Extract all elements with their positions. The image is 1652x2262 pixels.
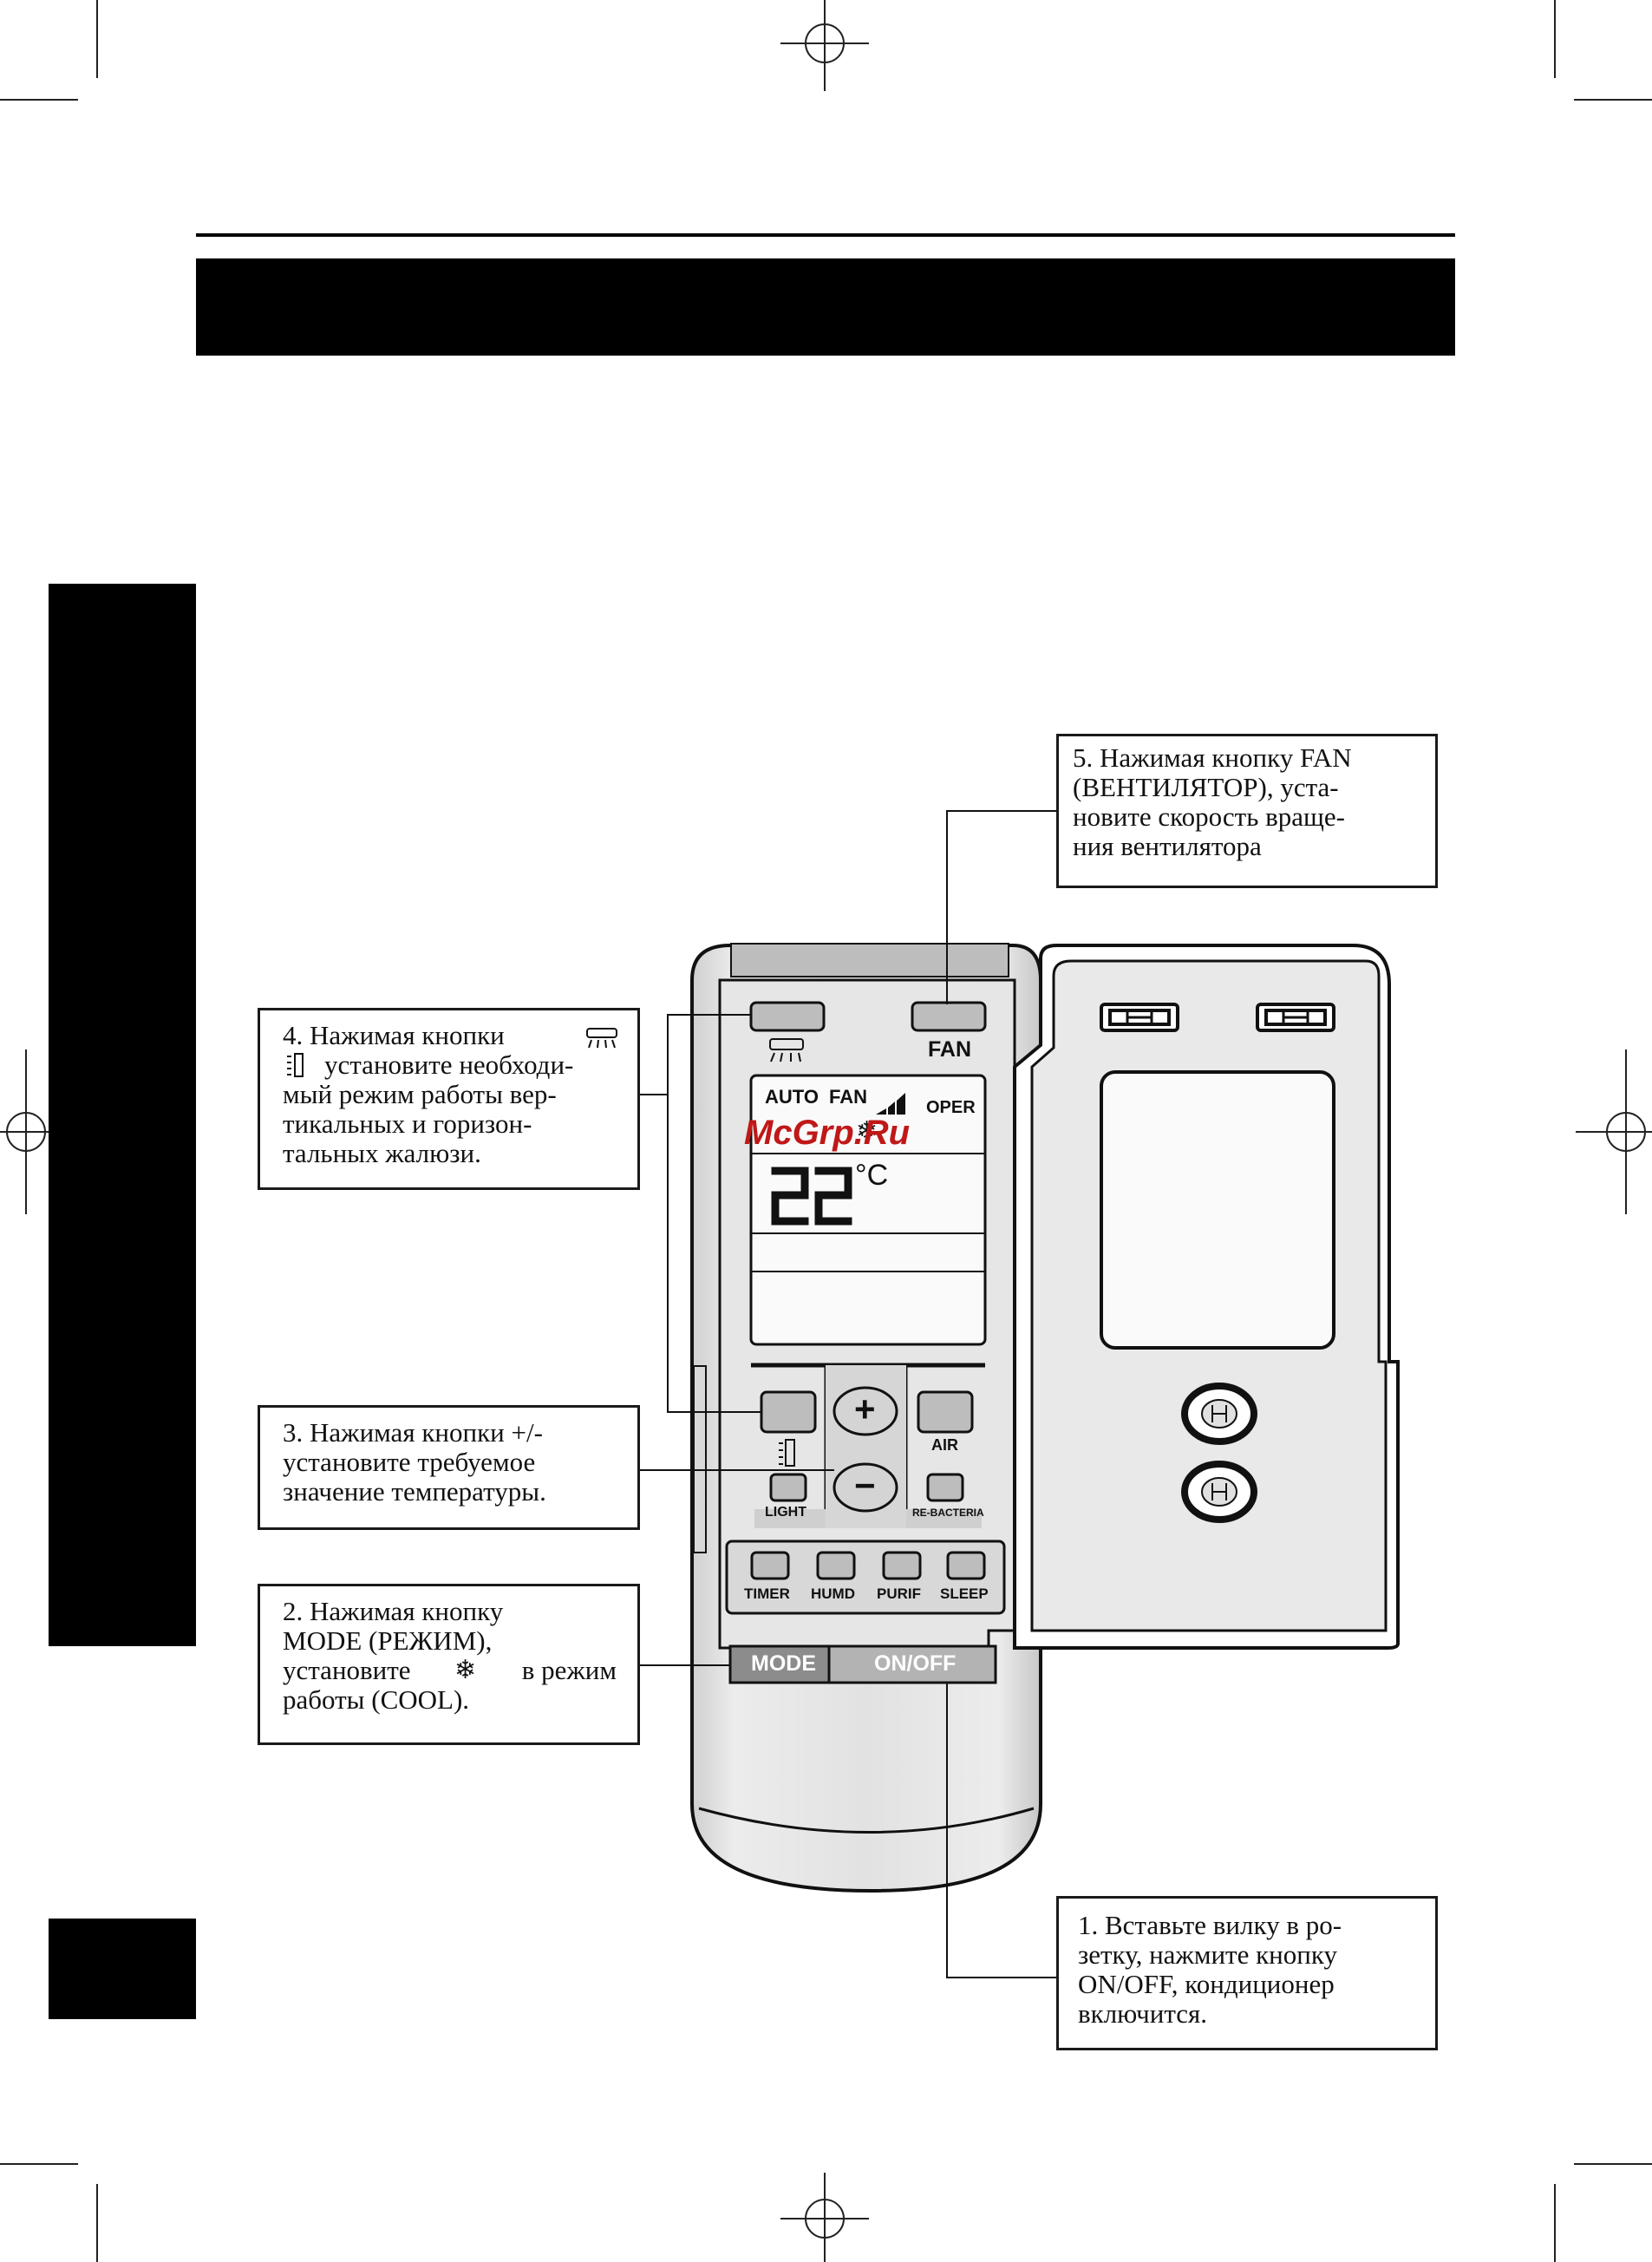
callout-temperature-line-2: установите требуемое	[283, 1447, 536, 1477]
lcd-fan-label: FAN	[829, 1086, 867, 1108]
purif-button	[882, 1551, 922, 1580]
fan-button	[911, 1001, 987, 1032]
swing-horizontal-icon	[585, 1026, 620, 1049]
callout-mode: 2. Нажимая кнопку MODE (РЕЖИМ), установи…	[258, 1584, 640, 1745]
sleep-label[interactable]: SLEEP	[940, 1585, 989, 1602]
rebacteria-button	[926, 1473, 964, 1502]
humd-button	[816, 1551, 856, 1580]
cover-round-button-icon	[1181, 1383, 1257, 1523]
callout-louvers: 4. Нажимая кнопки установите необходи- м…	[258, 1008, 640, 1190]
callout-onoff-line-1: 1. Вставьте вилку в ро-	[1078, 1910, 1342, 1940]
air-button	[917, 1390, 974, 1434]
callout-fan-line-4: ния вентилятора	[1073, 831, 1262, 861]
header-rule	[196, 233, 1455, 237]
fan-speed-bars-icon	[876, 1093, 905, 1115]
light-button-label[interactable]: LIGHT	[765, 1505, 806, 1520]
callout-louvers-line-2: установите необходи-	[283, 1050, 617, 1080]
callout-fan-line-2: (ВЕНТИЛЯТОР), уста-	[1073, 772, 1339, 802]
rebacteria-button-label[interactable]: RE-BACTERIA	[912, 1507, 984, 1519]
swing-vertical-icon	[284, 1052, 307, 1078]
lcd-screen	[749, 1074, 987, 1346]
cover-window	[1100, 1070, 1335, 1350]
sleep-button	[946, 1551, 986, 1580]
callout-temperature: 3. Нажимая кнопки +/- установите требуем…	[258, 1405, 640, 1530]
callout-mode-line-1: 2. Нажимая кнопку	[283, 1596, 504, 1626]
purif-label[interactable]: PURIF	[877, 1585, 921, 1602]
callout-onoff-line-4: включится.	[1078, 1998, 1208, 2029]
callout-fan-line-3: новите скорость враще-	[1073, 801, 1345, 832]
callout-temperature-line-3: значение температуры.	[283, 1476, 546, 1507]
timer-label[interactable]: TIMER	[744, 1585, 790, 1602]
side-tab	[49, 584, 196, 1646]
callout-fan: 5. Нажимая кнопку FAN (ВЕНТИЛЯТОР), уста…	[1056, 734, 1438, 888]
header-bar	[196, 258, 1455, 356]
callout-louvers-line-4: тикальных и горизон-	[283, 1108, 532, 1139]
callout-louvers-line-5: тальных жалюзи.	[283, 1138, 481, 1168]
callout-mode-line-3: установите ❄ в режим	[283, 1656, 617, 1685]
callout-fan-line-1: 5. Нажимая кнопку FAN	[1073, 742, 1352, 773]
swing-horizontal-icon	[769, 1038, 804, 1062]
callout-mode-text-3b: в режим	[521, 1655, 617, 1685]
callout-temperature-line-1: 3. Нажимая кнопки +/-	[283, 1417, 543, 1448]
lcd-temperature-digits	[771, 1167, 852, 1226]
callout-louvers-text-2: установите необходи-	[324, 1049, 574, 1080]
lcd-temperature: 22	[775, 1166, 776, 1167]
cover-latch-icon	[1100, 1003, 1335, 1032]
onoff-button	[827, 1644, 997, 1684]
fan-button-label[interactable]: FAN	[928, 1037, 971, 1062]
swing-vertical-icon	[779, 1439, 795, 1467]
lcd-auto-label: AUTO	[765, 1086, 819, 1108]
callout-louvers-text-1: 4. Нажимая кнопки	[283, 1020, 505, 1050]
callout-mode-line-4: работы (COOL).	[283, 1684, 470, 1715]
callout-mode-line-2: MODE (РЕЖИМ),	[283, 1625, 493, 1656]
air-button-label[interactable]: AIR	[931, 1436, 958, 1454]
plus-button	[833, 1386, 898, 1436]
callout-louvers-line-1: 4. Нажимая кнопки	[283, 1021, 617, 1050]
lcd-oper-label: OPER	[926, 1098, 976, 1117]
vertical-swing-button	[760, 1390, 817, 1434]
callout-onoff-line-2: зетку, нажмите кнопку	[1078, 1939, 1337, 1970]
page-number-block	[49, 1919, 196, 2019]
ir-window	[730, 943, 1009, 977]
plus-label[interactable]: +	[854, 1389, 876, 1429]
lcd-snowflake-icon: ❄	[856, 1117, 878, 1146]
minus-button	[833, 1462, 898, 1513]
callout-louvers-line-3: мый режим работы вер-	[283, 1079, 557, 1109]
swing-button	[749, 1001, 826, 1032]
snowflake-icon: ❄	[454, 1656, 477, 1684]
mode-button-label[interactable]: MODE	[751, 1651, 816, 1676]
lcd-unit: °C	[855, 1159, 889, 1192]
timer-button	[750, 1551, 790, 1580]
minus-label[interactable]: −	[854, 1465, 876, 1506]
callout-mode-text-3a: установите	[283, 1655, 411, 1685]
light-button	[769, 1473, 807, 1502]
callout-onoff-line-3: ON/OFF, кондиционер	[1078, 1969, 1335, 1999]
callout-onoff: 1. Вставьте вилку в ро- зетку, нажмите к…	[1056, 1896, 1438, 2050]
onoff-button-label[interactable]: ON/OFF	[874, 1651, 957, 1676]
humd-label[interactable]: HUMD	[811, 1585, 855, 1602]
watermark: McGrp.Ru	[744, 1114, 911, 1152]
